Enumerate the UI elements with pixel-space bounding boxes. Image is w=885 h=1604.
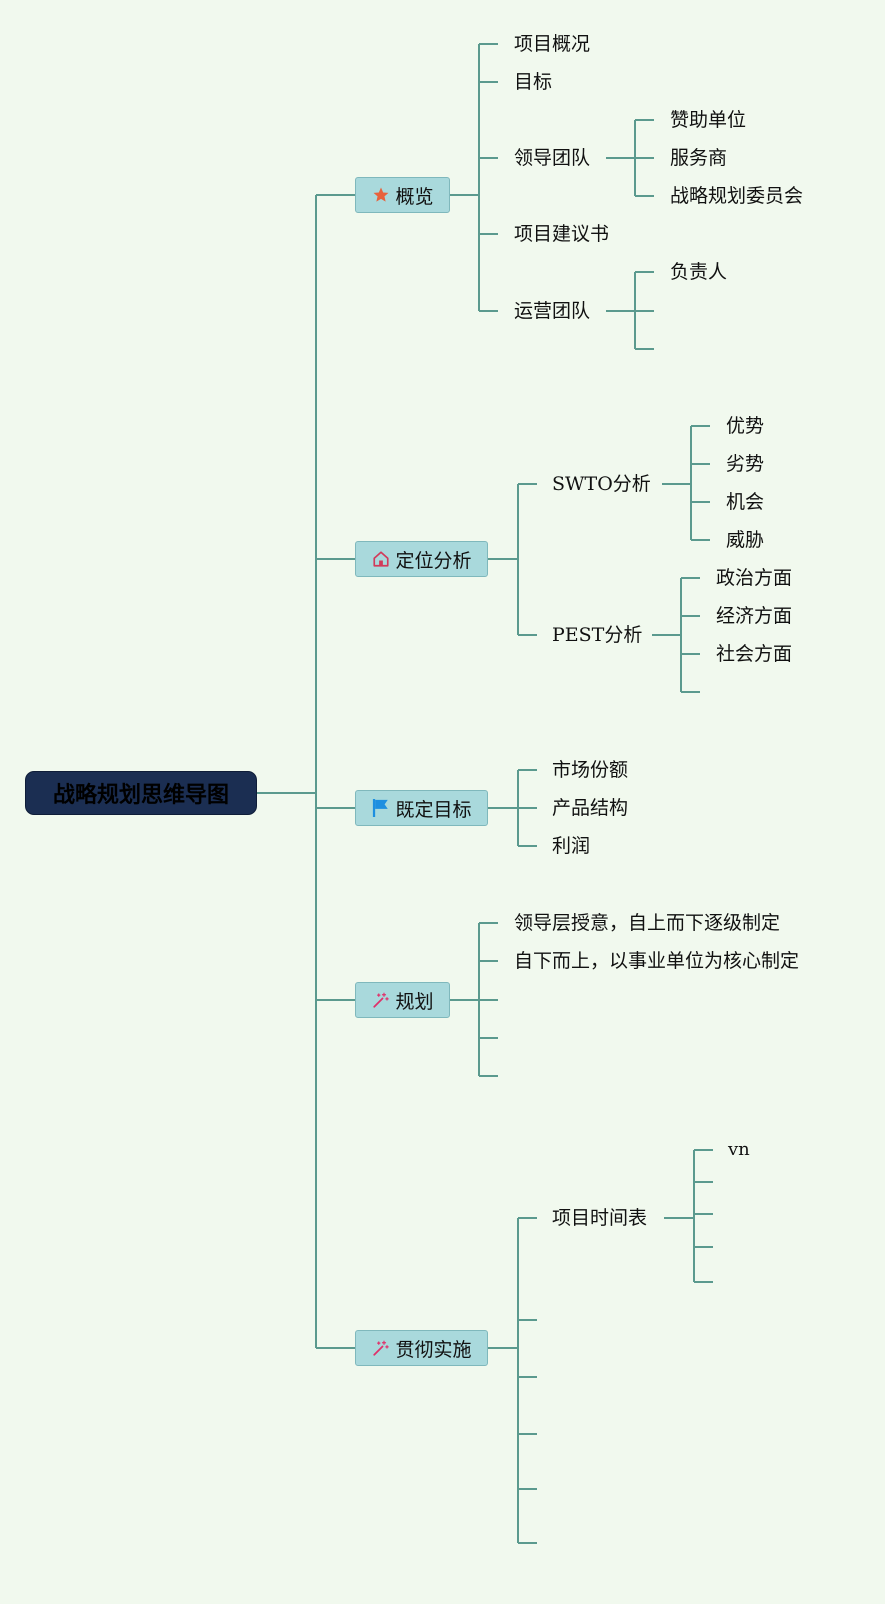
magic-wand-icon [371, 1338, 391, 1358]
topic-label: 贯彻实施 [395, 1338, 472, 1361]
node-label[interactable]: 市场份额 [552, 759, 629, 781]
star-icon [371, 185, 391, 205]
leaf-label[interactable]: 负责人 [670, 261, 728, 283]
leaf-label[interactable]: 威胁 [726, 529, 765, 551]
leaf-label[interactable]: vn [728, 1139, 750, 1160]
node-label[interactable]: 项目建议书 [514, 223, 610, 245]
leaf-label[interactable]: 服务商 [670, 147, 728, 169]
magic-wand-icon [371, 990, 391, 1010]
topic-set-goals[interactable]: 既定目标 [355, 790, 488, 826]
node-label[interactable]: 产品结构 [552, 797, 629, 819]
leaf-label[interactable]: 劣势 [726, 453, 765, 475]
topic-implementation[interactable]: 贯彻实施 [355, 1330, 488, 1366]
node-label[interactable]: 领导团队 [514, 147, 591, 169]
node-label[interactable]: 领导层授意，自上而下逐级制定 [514, 912, 781, 934]
node-label[interactable]: 自下而上，以事业单位为核心制定 [514, 950, 800, 972]
root-title: 战略规划思维导图 [52, 783, 229, 808]
leaf-label[interactable]: 优势 [726, 415, 765, 437]
topic-label: 概览 [395, 185, 434, 208]
topic-label: 既定目标 [395, 798, 472, 821]
node-label[interactable]: 运营团队 [514, 300, 591, 322]
node-label[interactable]: 项目时间表 [552, 1207, 648, 1229]
topic-label: 规划 [395, 990, 434, 1013]
leaf-label[interactable]: 赞助单位 [670, 109, 747, 131]
leaf-label[interactable]: 经济方面 [716, 605, 793, 627]
leaf-label[interactable]: 政治方面 [716, 567, 793, 589]
node-label[interactable]: 目标 [514, 71, 553, 93]
root-node[interactable]: 战略规划思维导图 [25, 771, 257, 815]
node-label[interactable]: PEST分析 [552, 624, 643, 646]
leaf-label[interactable]: 战略规划委员会 [670, 185, 804, 207]
flag-icon [371, 798, 391, 818]
topic-positioning[interactable]: 定位分析 [355, 541, 488, 577]
leaf-label[interactable]: 机会 [726, 491, 765, 513]
node-label[interactable]: 项目概况 [514, 33, 591, 55]
house-icon [371, 549, 391, 569]
topic-overview[interactable]: 概览 [355, 177, 450, 213]
leaf-label[interactable]: 社会方面 [716, 643, 793, 665]
topic-label: 定位分析 [395, 549, 472, 572]
topic-planning[interactable]: 规划 [355, 982, 450, 1018]
node-label[interactable]: SWTO分析 [552, 473, 651, 495]
node-label[interactable]: 利润 [552, 835, 591, 857]
